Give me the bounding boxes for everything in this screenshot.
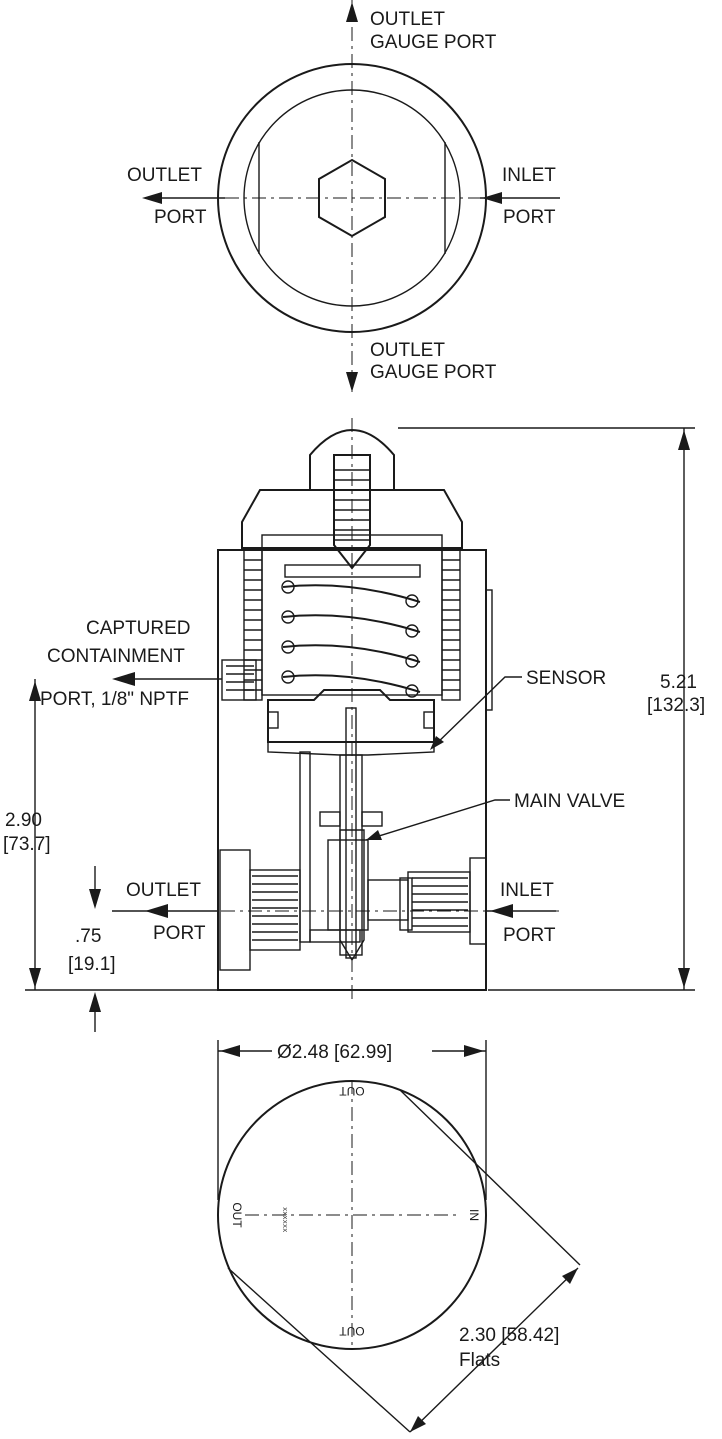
cap-nut-dome bbox=[309, 429, 395, 491]
captured-containment-line1: CAPTURED bbox=[86, 618, 191, 639]
section-inlet-line2: PORT bbox=[503, 925, 556, 946]
section-view: 5.21 [132.3] 2.90 [73.7] .75 [19.1] CAPT… bbox=[3, 418, 705, 1032]
dim-height-value: 5.21 bbox=[660, 672, 697, 693]
outlet-gauge-down-arrow bbox=[346, 372, 358, 392]
flat-line-upper bbox=[399, 1089, 581, 1266]
inlet-port-line1: INLET bbox=[502, 165, 556, 186]
bottom-view: Ø2.48 [62.99] OUT OUT IN OUT xxxxxx 2.30… bbox=[217, 1040, 581, 1433]
mark-in-right: IN bbox=[467, 1209, 481, 1221]
serial-number: xxxxxx bbox=[281, 1207, 289, 1232]
captured-containment-line2: CONTAINMENT bbox=[47, 646, 185, 667]
section-inlet-line1: INLET bbox=[500, 880, 554, 901]
thread-right bbox=[441, 549, 461, 701]
main-valve-poppet bbox=[339, 829, 365, 962]
outlet-gauge-port-top-line2: GAUGE PORT bbox=[370, 32, 497, 53]
flats-dim-value: 2.30 [58.42] bbox=[459, 1325, 559, 1346]
dim-ports-metric: [19.1] bbox=[68, 954, 116, 975]
flats-dim-line bbox=[409, 1267, 579, 1433]
o-ring-left bbox=[267, 711, 279, 729]
outlet-port-arrow bbox=[142, 192, 162, 204]
section-inlet-arrow bbox=[490, 904, 513, 918]
section-outlet-arrow bbox=[145, 904, 168, 918]
containment-arrow bbox=[112, 672, 135, 686]
thread-left bbox=[243, 549, 263, 701]
mark-out-top: OUT bbox=[339, 1084, 365, 1098]
bonnet bbox=[241, 489, 463, 549]
outlet-port-line1: OUTLET bbox=[127, 165, 202, 186]
inlet-port-line2: PORT bbox=[503, 207, 556, 228]
outlet-gauge-port-bottom-line1: OUTLET bbox=[370, 340, 445, 361]
dim-ports-value: .75 bbox=[75, 926, 101, 947]
dim-containment-value: 2.90 bbox=[5, 810, 42, 831]
main-valve-leader bbox=[365, 799, 510, 841]
top-view: OUTLET GAUGE PORT OUTLET PORT INLET PORT… bbox=[127, 0, 560, 395]
main-valve-label: MAIN VALVE bbox=[514, 791, 625, 812]
outlet-gauge-port-top-line1: OUTLET bbox=[370, 9, 445, 30]
diameter-label: Ø2.48 [62.99] bbox=[277, 1042, 392, 1063]
captured-containment-line3: PORT, 1/8" NPTF bbox=[40, 689, 189, 710]
outlet-gauge-port-bottom-line2: GAUGE PORT bbox=[370, 362, 497, 383]
flat-line-lower bbox=[227, 1267, 411, 1433]
section-outlet-line2: PORT bbox=[153, 923, 206, 944]
sensor-label: SENSOR bbox=[526, 668, 606, 689]
sensor-leader bbox=[431, 676, 522, 749]
inlet-flow-path bbox=[327, 839, 487, 945]
outlet-gauge-up-arrow bbox=[346, 2, 358, 22]
valve-stem bbox=[345, 707, 357, 959]
spring bbox=[281, 580, 421, 698]
dim-height-metric: [132.3] bbox=[647, 695, 705, 716]
seat-left bbox=[319, 811, 341, 827]
seat-right bbox=[361, 811, 383, 827]
dim-containment-metric: [73.7] bbox=[3, 834, 51, 855]
mark-out-bottom: OUT bbox=[339, 1324, 365, 1338]
inlet-port-arrow bbox=[482, 192, 502, 204]
o-ring-right bbox=[423, 711, 435, 729]
flats-label: Flats bbox=[459, 1350, 500, 1371]
sensor-piston bbox=[267, 689, 435, 743]
outlet-port-line2: PORT bbox=[154, 207, 207, 228]
section-outlet-line1: OUTLET bbox=[126, 880, 201, 901]
body-flat-right bbox=[485, 589, 493, 711]
mark-out-left: OUT bbox=[230, 1202, 244, 1228]
containment-port-fitting bbox=[221, 659, 257, 701]
outlet-flow-path bbox=[219, 741, 435, 971]
